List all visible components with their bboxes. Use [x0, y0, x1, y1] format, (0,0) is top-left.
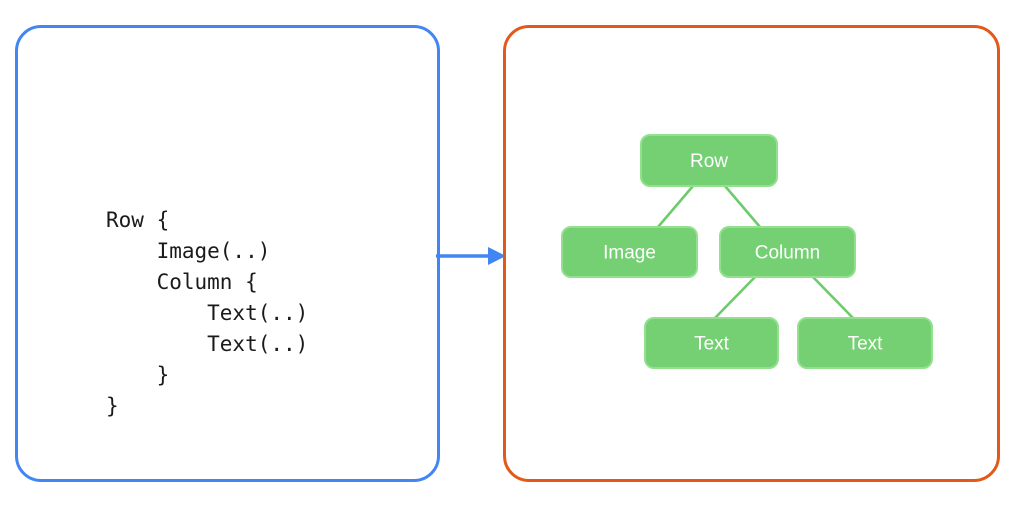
node-row-label: Row	[690, 151, 728, 172]
tree-nodes: Row Image Column Text Text	[561, 134, 933, 369]
tree-edges	[656, 184, 855, 320]
node-image-label: Image	[603, 243, 656, 264]
arrow-head	[488, 247, 506, 265]
tree-node-row[interactable]: Row	[640, 134, 778, 187]
tree-node-text-1[interactable]: Text	[644, 317, 779, 369]
tree-node-text-2[interactable]: Text	[797, 317, 933, 369]
node-column-shape[interactable]	[719, 226, 856, 278]
edge-row-image	[656, 184, 695, 229]
tree-node-column[interactable]: Column	[719, 226, 856, 278]
edge-column-text2	[811, 275, 855, 320]
code-panel: Row { Image(..) Column { Text(..) Text(.…	[15, 25, 440, 482]
node-text-2-label: Text	[848, 334, 884, 355]
node-text-2-shape[interactable]	[797, 317, 933, 369]
code-snippet: Row { Image(..) Column { Text(..) Text(.…	[106, 208, 309, 418]
node-image-shape[interactable]	[561, 226, 698, 278]
edge-row-column	[723, 184, 762, 229]
tree-node-image[interactable]: Image	[561, 226, 698, 278]
flow-arrow-icon	[436, 247, 506, 265]
node-text-1-label: Text	[694, 334, 730, 355]
ui-element-tree: Row Image Column Text Text	[561, 134, 933, 369]
node-column-label: Column	[755, 243, 820, 264]
edge-column-text1	[713, 275, 757, 320]
node-text-1-shape[interactable]	[644, 317, 779, 369]
node-row-shape[interactable]	[640, 134, 778, 187]
